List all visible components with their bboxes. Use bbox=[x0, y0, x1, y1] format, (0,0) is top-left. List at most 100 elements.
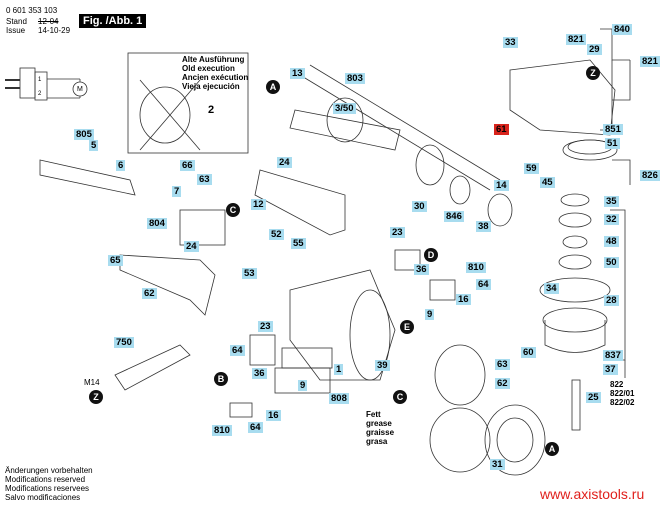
part-label-35: 35 bbox=[604, 196, 619, 207]
part-label-810: 810 bbox=[212, 425, 232, 436]
part-label-14: 14 bbox=[494, 180, 509, 191]
part-label-805: 805 bbox=[74, 129, 94, 140]
part-label-55: 55 bbox=[291, 238, 306, 249]
inset-text-fr: Ancien exécution bbox=[182, 73, 249, 82]
part-label-61: 61 bbox=[494, 124, 509, 135]
part-label-837: 837 bbox=[603, 350, 623, 361]
part-label-25: 25 bbox=[586, 392, 601, 403]
part-label-16: 16 bbox=[266, 410, 281, 421]
part-label-45: 45 bbox=[540, 177, 555, 188]
part-label-60: 60 bbox=[521, 347, 536, 358]
figure-title: Fig. /Abb. 1 bbox=[79, 14, 147, 28]
part-label-38: 38 bbox=[476, 221, 491, 232]
inset-text-en: Old execution bbox=[182, 64, 235, 73]
part-label-1: 1 bbox=[334, 364, 344, 375]
inset-callout: 2 bbox=[208, 104, 215, 116]
inset-text-es: Vieja ejecución bbox=[182, 82, 240, 91]
grease-es: grasa bbox=[366, 437, 388, 446]
part-label-63: 63 bbox=[197, 174, 212, 185]
part-label-23: 23 bbox=[258, 321, 273, 332]
part-label-63: 63 bbox=[495, 359, 510, 370]
part-label-48: 48 bbox=[604, 236, 619, 247]
part-label-64: 64 bbox=[476, 279, 491, 290]
part-label-808: 808 bbox=[329, 393, 349, 404]
part-label-30: 30 bbox=[412, 201, 427, 212]
stand-value: 12-04 bbox=[38, 17, 59, 26]
part-label-16: 16 bbox=[456, 294, 471, 305]
label-822-02: 822/02 bbox=[610, 398, 635, 407]
part-label-6: 6 bbox=[116, 160, 126, 171]
issue-value: 14-10-29 bbox=[38, 26, 71, 35]
part-label-826: 826 bbox=[640, 170, 660, 181]
part-number: 0 601 353 103 bbox=[6, 6, 58, 15]
part-label-3-50: 3/50 bbox=[333, 103, 356, 114]
part-label-36: 36 bbox=[414, 264, 429, 275]
part-label-34: 34 bbox=[544, 283, 559, 294]
part-label-33: 33 bbox=[503, 37, 518, 48]
terminal-1: 1 bbox=[38, 77, 42, 83]
terminal-2: 2 bbox=[38, 91, 42, 97]
part-label-62: 62 bbox=[495, 378, 510, 389]
reference-marker-b: B bbox=[214, 372, 228, 386]
part-label-62: 62 bbox=[142, 288, 157, 299]
reference-marker-z: Z bbox=[586, 66, 600, 80]
part-label-9: 9 bbox=[298, 380, 308, 391]
part-label-66: 66 bbox=[180, 160, 195, 171]
part-label-64: 64 bbox=[248, 422, 263, 433]
footer-fr: Modifications reservees bbox=[5, 484, 90, 493]
part-label-846: 846 bbox=[444, 211, 464, 222]
part-label-840: 840 bbox=[612, 24, 632, 35]
part-label-750: 750 bbox=[114, 337, 134, 348]
part-label-65: 65 bbox=[108, 255, 123, 266]
thread-label: M14 bbox=[84, 378, 100, 387]
part-label-29: 29 bbox=[587, 44, 602, 55]
grease-fr: graisse bbox=[366, 428, 395, 437]
grease-de: Fett bbox=[366, 410, 381, 419]
part-label-821: 821 bbox=[566, 34, 586, 45]
part-label-28: 28 bbox=[604, 295, 619, 306]
label-822: 822 bbox=[610, 380, 624, 389]
part-label-51: 51 bbox=[605, 138, 620, 149]
part-label-52: 52 bbox=[269, 229, 284, 240]
part-label-39: 39 bbox=[375, 360, 390, 371]
reference-marker-c: C bbox=[393, 390, 407, 404]
reference-marker-a: A bbox=[266, 80, 280, 94]
part-label-24: 24 bbox=[277, 157, 292, 168]
part-label-36: 36 bbox=[252, 368, 267, 379]
reference-marker-c: C bbox=[226, 203, 240, 217]
part-label-31: 31 bbox=[490, 459, 505, 470]
stand-label: Stand bbox=[6, 17, 27, 26]
part-label-810: 810 bbox=[466, 262, 486, 273]
reference-marker-z: Z bbox=[89, 390, 103, 404]
footer-es: Salvo modificaciones bbox=[5, 493, 81, 502]
footer-de: Änderungen vorbehalten bbox=[5, 466, 93, 475]
part-label-851: 851 bbox=[603, 124, 623, 135]
part-label-24: 24 bbox=[184, 241, 199, 252]
part-label-12: 12 bbox=[251, 199, 266, 210]
part-label-59: 59 bbox=[524, 163, 539, 174]
reference-marker-a: A bbox=[545, 442, 559, 456]
label-822-01: 822/01 bbox=[610, 389, 635, 398]
part-label-64: 64 bbox=[230, 345, 245, 356]
grease-en: grease bbox=[366, 419, 392, 428]
reference-marker-e: E bbox=[400, 320, 414, 334]
part-label-23: 23 bbox=[390, 227, 405, 238]
part-label-803: 803 bbox=[345, 73, 365, 84]
footer-en: Modifications reserved bbox=[5, 475, 86, 484]
part-label-9: 9 bbox=[425, 309, 435, 320]
part-label-804: 804 bbox=[147, 218, 167, 229]
part-label-50: 50 bbox=[604, 257, 619, 268]
reference-marker-d: D bbox=[424, 248, 438, 262]
watermark: www.axistools.ru bbox=[540, 486, 645, 502]
part-label-13: 13 bbox=[290, 68, 305, 79]
inset-text-de: Alte Ausführung bbox=[182, 55, 245, 64]
part-label-7: 7 bbox=[172, 186, 182, 197]
part-label-5: 5 bbox=[89, 140, 99, 151]
motor-symbol: M bbox=[77, 86, 83, 93]
part-label-821: 821 bbox=[640, 56, 660, 67]
part-label-37: 37 bbox=[603, 364, 618, 375]
part-label-53: 53 bbox=[242, 268, 257, 279]
part-label-32: 32 bbox=[604, 214, 619, 225]
